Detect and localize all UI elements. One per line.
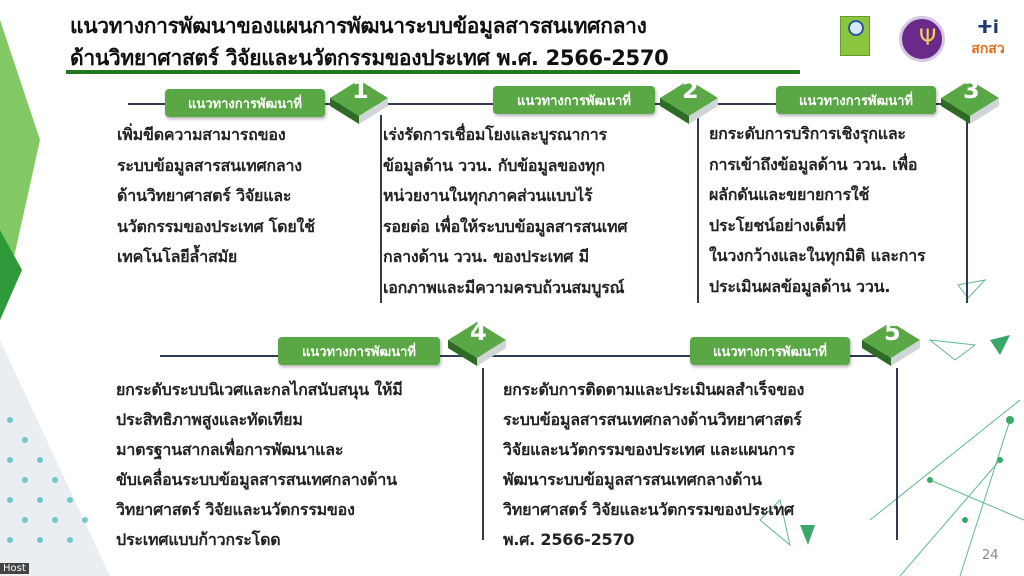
guideline-4-tag: แนวทางการพัฒนาที่ (278, 337, 440, 365)
text-line: กลางด้าน ววน. ของประเทศ มี (383, 247, 589, 266)
divider-3 (966, 115, 968, 303)
page-number: 24 (982, 548, 999, 563)
text-line: มาตรฐานสากลเพื่อการพัฒนาและ (116, 440, 344, 459)
text-line: ในวงกว้างและในทุกมิติ และการ (709, 246, 926, 265)
text-line: เพิ่มขีดความสามารถของ (117, 125, 286, 144)
text-line: พ.ศ. 2566-2570 (503, 530, 635, 549)
text-line: พัฒนาระบบข้อมูลสารสนเทศกลางด้าน (503, 470, 762, 489)
title-line-1: แนวทางการพัฒนาของแผนการพัฒนาระบบข้อมูลสา… (70, 14, 647, 38)
guideline-1-text: เพิ่มขีดความสามารถของ ระบบข้อมูลสารสนเทศ… (117, 120, 315, 273)
guideline-4-text: ยกระดับระบบนิเวศและกลไกสนับสนุน ให้มี ปร… (116, 375, 403, 555)
divider-1 (380, 115, 382, 303)
text-line: เทคโนโลยีล้ำสมัย (117, 247, 238, 266)
guideline-3-tag: แนวทางการพัฒนาที่ (776, 86, 936, 114)
row-2-connector-line (160, 355, 895, 357)
guideline-5-text: ยกระดับการติดตามและประเมินผลสำเร็จของ ระ… (503, 375, 804, 555)
nrct-emblem-icon (848, 20, 864, 36)
text-line: ยกระดับการบริการเชิงรุกและ (709, 124, 906, 143)
title-underline (66, 70, 800, 74)
guideline-5-number: 5 (884, 318, 901, 346)
text-line: ข้อมูลด้าน ววน. กับข้อมูลของทุก (383, 155, 605, 175)
guideline-2-number: 2 (682, 76, 699, 104)
text-line: วิทยาศาสตร์ วิจัยและนวัตกรรมของ (116, 500, 355, 519)
text-line: นวัตกรรมของประเทศ โดยใช้ (117, 216, 315, 236)
divider-4 (482, 368, 484, 540)
title-line-2: ด้านวิทยาศาสตร์ วิจัยและนวัตกรรมของประเท… (70, 46, 669, 70)
guideline-3-number: 3 (963, 76, 980, 104)
guideline-1-number: 1 (352, 76, 369, 104)
guideline-5-number-cube: 5 (862, 318, 920, 366)
text-line: ระบบข้อมูลสารสนเทศกลาง (117, 155, 302, 175)
guideline-2-tag: แนวทางการพัฒนาที่ (493, 86, 655, 114)
text-line: ประเทศแบบก้าวกระโดด (116, 530, 281, 549)
guideline-1-tag: แนวทางการพัฒนาที่ (165, 89, 325, 117)
tsri-wordmark: สกสว (971, 41, 1005, 57)
text-line: ผลักดันและขยายการใช้ (709, 185, 870, 204)
guideline-3-number-cube: 3 (941, 76, 999, 124)
text-line: เอกภาพและมีความครบถ้วนสมบูรณ์ (383, 277, 625, 297)
text-line: ประสิทธิภาพสูงและทัดเทียม (116, 410, 303, 429)
text-line: รอยต่อ เพื่อให้ระบบข้อมูลสารสนเทศ (383, 216, 628, 236)
text-line: หน่วยงานในทุกภาคส่วนแบบไร้ (383, 186, 593, 205)
nrct-logo (840, 16, 870, 56)
guideline-4-number: 4 (470, 318, 487, 346)
text-line: ยกระดับระบบนิเวศและกลไกสนับสนุน ให้มี (116, 380, 403, 399)
text-line: ด้านวิทยาศาสตร์ วิจัยและ (117, 186, 292, 205)
text-line: การเข้าถึงข้อมูลด้าน ววน. เพื่อ (709, 154, 918, 174)
trident-icon: Ψ (919, 26, 937, 51)
text-line: ประเมินผลข้อมูลด้าน ววน. (709, 276, 891, 296)
university-seal-logo: Ψ (899, 16, 945, 62)
divider-2 (697, 115, 699, 303)
text-line: ประโยชน์อย่างเต็มที่ (709, 215, 846, 235)
text-line: วิจัยและนวัตกรรมของประเทศ และแผนการ (503, 440, 795, 459)
divider-5 (896, 368, 898, 540)
guideline-2-text: เร่งรัดการเชื่อมโยงและบูรณาการ ข้อมูลด้า… (383, 120, 628, 303)
guideline-4-number-cube: 4 (448, 318, 506, 366)
tsri-logo: ⵜi สกสว (968, 18, 1008, 64)
guideline-5-tag: แนวทางการพัฒนาที่ (690, 337, 850, 365)
guideline-3-text: ยกระดับการบริการเชิงรุกและ การเข้าถึงข้อ… (709, 119, 926, 302)
tsri-mark-icon: ⵜi (977, 17, 999, 38)
text-line: วิทยาศาสตร์ วิจัยและนวัตกรรมของประเทศ (503, 500, 795, 519)
host-label: Host (0, 563, 29, 574)
text-line: เร่งรัดการเชื่อมโยงและบูรณาการ (383, 125, 607, 144)
guideline-2-number-cube: 2 (660, 76, 718, 124)
text-line: ยกระดับการติดตามและประเมินผลสำเร็จของ (503, 380, 805, 399)
text-line: ขับเคลื่อนระบบข้อมูลสารสนเทศกลางด้าน (116, 470, 397, 489)
guideline-1-number-cube: 1 (330, 76, 388, 124)
text-line: ระบบข้อมูลสารสนเทศกลางด้านวิทยาศาสตร์ (503, 410, 802, 429)
